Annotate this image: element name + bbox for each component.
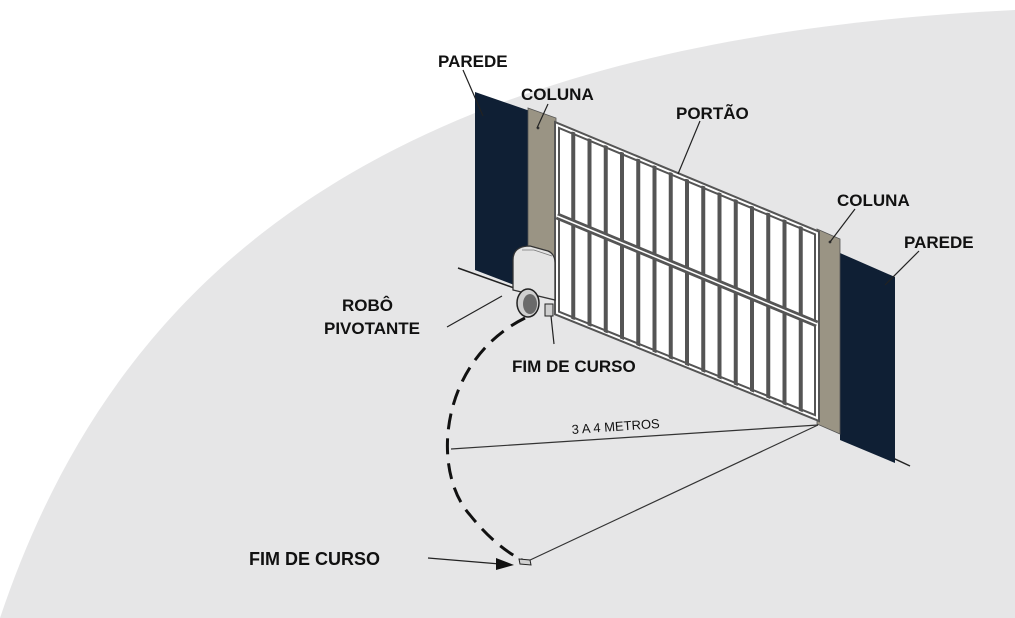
swing-arc — [445, 316, 526, 562]
label-distance: 3 A 4 METROS — [571, 416, 660, 437]
leader-robot — [446, 295, 503, 328]
label-robot-line2: PIVOTANTE — [324, 319, 420, 338]
pivot-robot — [512, 245, 556, 318]
arrowhead-stop-far — [496, 558, 514, 570]
leader-stop-far — [427, 557, 501, 565]
label-wall-right: PAREDE — [904, 233, 974, 252]
label-stop-near: FIM DE CURSO — [512, 357, 636, 376]
leader-wall-right — [884, 250, 920, 286]
gate — [554, 120, 820, 423]
leader-stop-near — [550, 315, 555, 345]
column-right — [816, 228, 841, 435]
leader-gate — [677, 120, 701, 175]
label-stop-far: FIM DE CURSO — [249, 549, 380, 569]
leader-column-left — [536, 103, 549, 129]
wall-right — [840, 253, 895, 463]
label-gate: PORTÃO — [676, 103, 749, 123]
leader-column-right — [829, 208, 856, 243]
stop-near-marker — [544, 303, 554, 317]
diagonal-line — [527, 424, 819, 562]
floor-background — [0, 10, 1015, 618]
label-robot-line1: ROBÔ — [342, 296, 393, 315]
wall-left — [475, 92, 530, 291]
label-column-left: COLUNA — [521, 85, 594, 104]
stop-far-marker — [518, 558, 532, 566]
leader-wall-left — [462, 69, 484, 117]
label-column-right: COLUNA — [837, 191, 910, 210]
distance-line — [450, 424, 819, 450]
label-wall-left: PAREDE — [438, 52, 508, 71]
